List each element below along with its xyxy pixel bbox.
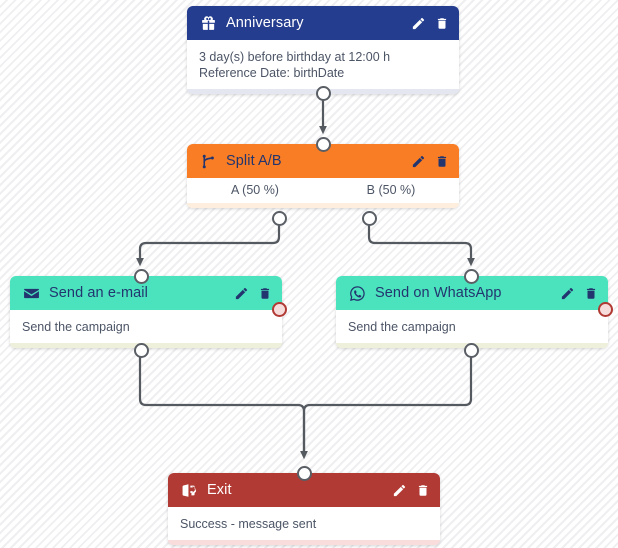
port-whatsapp-in[interactable] [463,268,479,284]
node-exit-title: Exit [207,482,232,498]
delete-icon[interactable] [434,153,449,169]
node-anniversary-title: Anniversary [226,15,304,31]
node-anniversary-reference: Reference Date: birthDate [199,66,345,80]
delete-icon[interactable] [415,482,430,498]
node-exit-description: Success - message sent [180,517,317,531]
port-split-out-b[interactable] [361,210,377,226]
edit-icon[interactable] [411,153,426,169]
exit-icon [180,481,198,499]
node-exit[interactable]: Exit Success - message sent [168,465,440,545]
node-send-email-description: Send the campaign [22,320,130,334]
node-send-whatsapp[interactable]: Send on WhatsApp Send the campaign [336,268,613,358]
delete-icon[interactable] [434,15,449,31]
envelope-icon [22,284,40,302]
node-send-email-actions [234,285,272,301]
node-exit-accent [168,540,440,545]
node-send-email-title: Send an e-mail [49,285,148,301]
node-send-whatsapp-actions [560,285,598,301]
port-anniversary-out[interactable] [315,85,331,101]
node-send-email[interactable]: Send an e-mail Send the campaign [10,268,287,358]
node-send-whatsapp-description: Send the campaign [348,320,456,334]
edge-email-to-exit [138,350,308,460]
branch-label-b: B (50 %) [366,183,416,197]
delete-icon[interactable] [583,285,598,301]
edit-icon[interactable] [560,285,575,301]
node-send-email-body: Send the campaign [10,310,282,343]
node-split-actions [411,153,449,169]
edit-icon[interactable] [234,285,249,301]
node-anniversary-actions [411,15,449,31]
port-email-in[interactable] [133,268,149,284]
edit-icon[interactable] [411,15,426,31]
port-email-out[interactable] [133,342,149,358]
edge-whatsapp-to-exit [302,350,473,455]
whatsapp-icon [348,284,366,302]
port-whatsapp-error[interactable] [598,302,613,317]
node-split-accent [187,203,459,208]
port-exit-in[interactable] [296,465,312,481]
branch-label-a: A (50 %) [231,183,279,197]
gift-icon [199,14,217,32]
node-exit-body: Success - message sent [168,507,440,540]
node-anniversary-header[interactable]: Anniversary [187,6,459,40]
node-send-whatsapp-body: Send the campaign [336,310,608,343]
port-split-out-a[interactable] [271,210,287,226]
port-email-error[interactable] [272,302,287,317]
node-split[interactable]: Split A/B A (50 %) B (50 %) [187,136,459,226]
node-anniversary-schedule: 3 day(s) before birthday at 12:00 h [199,50,391,64]
delete-icon[interactable] [257,285,272,301]
branch-icon [199,152,217,170]
node-anniversary-body: 3 day(s) before birthday at 12:00 h Refe… [187,40,459,89]
port-split-in[interactable] [315,136,331,152]
node-exit-actions [392,482,430,498]
edge-split-a-to-email [136,218,281,267]
node-anniversary[interactable]: Anniversary 3 day(s) before birthday at … [187,6,459,101]
port-whatsapp-out[interactable] [463,342,479,358]
node-split-title: Split A/B [226,153,282,169]
edit-icon[interactable] [392,482,407,498]
node-split-branch-labels: A (50 %) B (50 %) [187,178,459,203]
node-send-whatsapp-title: Send on WhatsApp [375,285,502,301]
edge-split-b-to-whatsapp [367,218,475,267]
